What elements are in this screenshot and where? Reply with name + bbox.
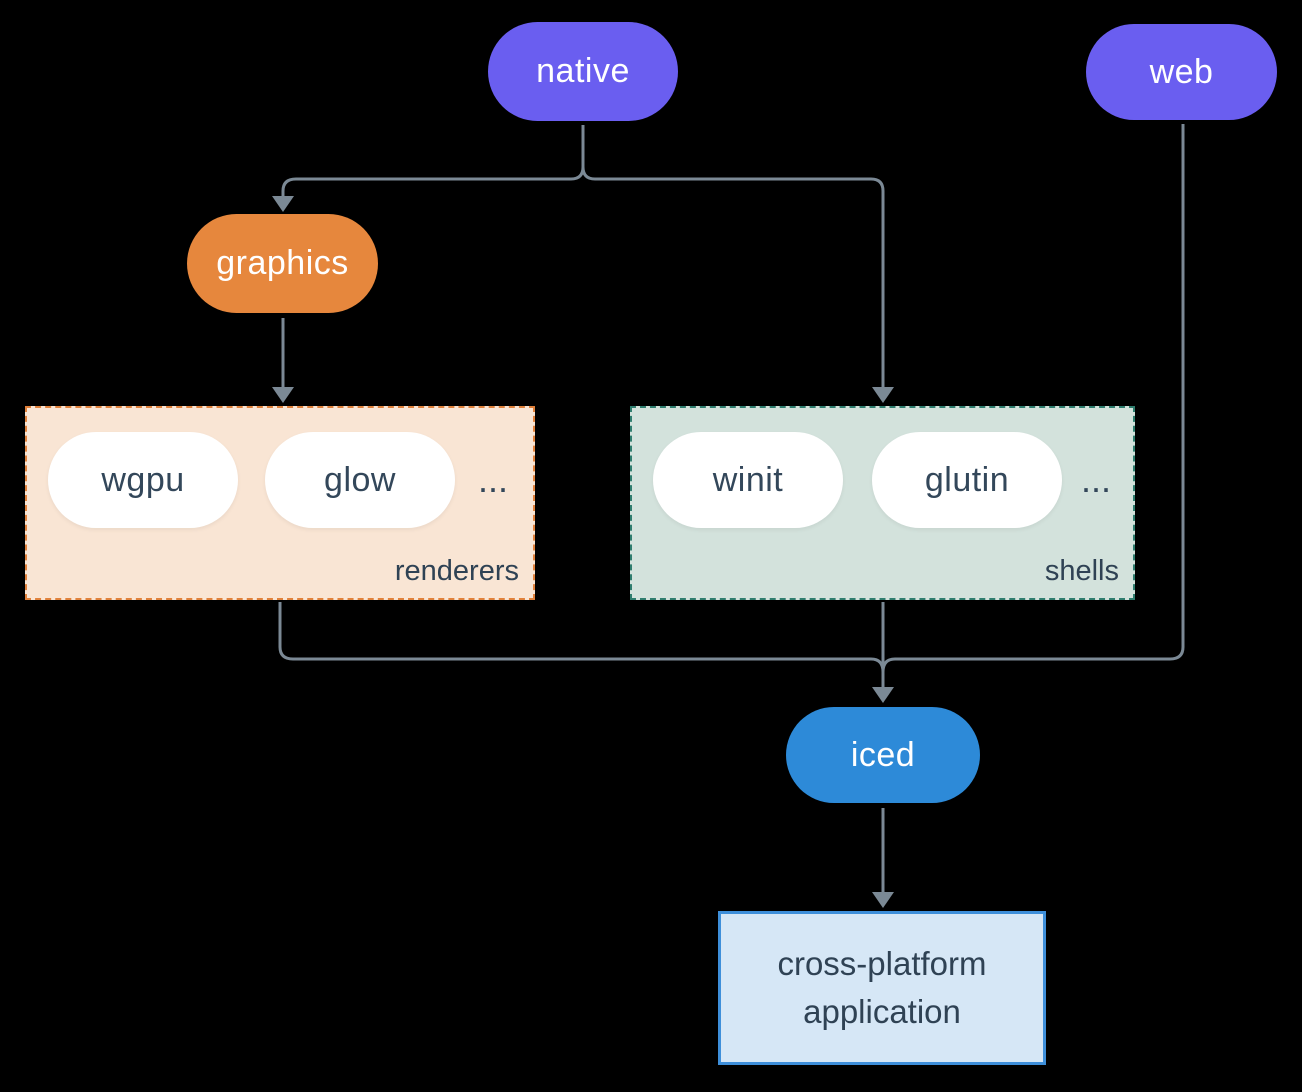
node-glutin-label: glutin	[924, 460, 1010, 499]
application-label-line2: application	[803, 993, 961, 1030]
edge-native-graphics	[281, 125, 585, 197]
node-iced-label: iced	[850, 735, 916, 774]
arrowhead-iced	[872, 687, 894, 703]
node-native: native	[488, 22, 678, 121]
shells-group-label: shells	[1044, 555, 1119, 587]
arrowhead-shells	[872, 387, 894, 403]
node-graphics-label: graphics	[216, 244, 349, 282]
node-wgpu-label: wgpu	[101, 460, 185, 499]
arrowhead-graphics	[272, 196, 294, 212]
group-shells: winit glutin ... shells	[630, 406, 1135, 600]
renderers-ellipsis: ...	[477, 459, 508, 500]
arrowhead-renderers	[272, 387, 294, 403]
group-renderers: wgpu glow ... renderers	[25, 406, 535, 600]
node-glutin: glutin	[872, 432, 1062, 528]
node-web-label: web	[1149, 52, 1214, 91]
application-label-line1: cross-platform	[777, 945, 987, 982]
node-glow: glow	[265, 432, 455, 528]
node-graphics: graphics	[187, 214, 378, 313]
edge-renderers-junction	[278, 602, 885, 673]
node-native-label: native	[536, 52, 630, 90]
node-glow-label: glow	[324, 460, 396, 499]
node-wgpu: wgpu	[48, 432, 238, 528]
arrowhead-application	[872, 892, 894, 908]
edge-native-shells	[581, 125, 885, 388]
node-application: cross-platform application	[718, 911, 1046, 1065]
node-winit-label: winit	[712, 460, 784, 499]
shells-ellipsis: ...	[1080, 459, 1111, 500]
renderers-group-label: renderers	[394, 555, 519, 587]
node-web: web	[1086, 24, 1277, 120]
node-winit: winit	[653, 432, 843, 528]
node-iced: iced	[786, 707, 980, 803]
